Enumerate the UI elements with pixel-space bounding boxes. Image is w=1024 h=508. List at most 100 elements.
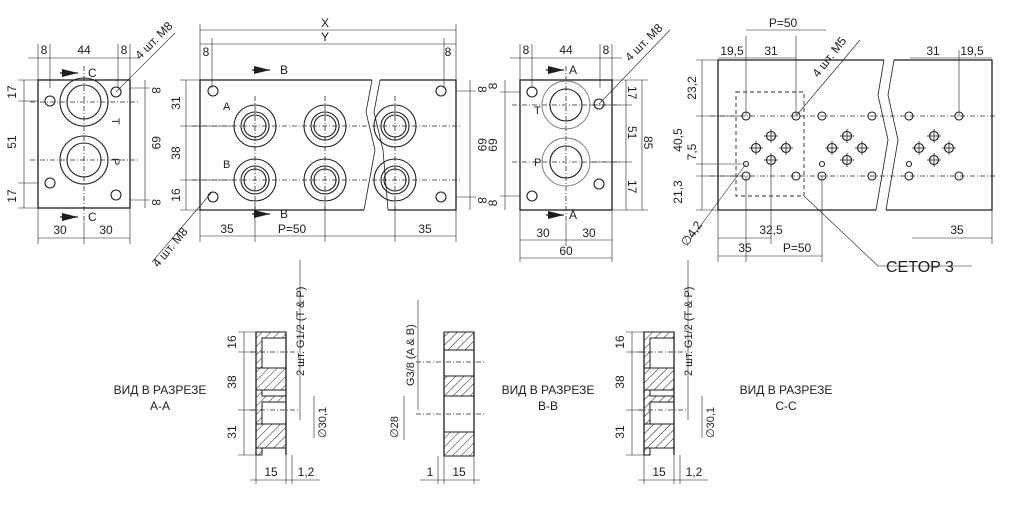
dim-15: 15 — [264, 465, 278, 479]
dim-right-8a: 8 — [475, 86, 489, 93]
port-b-label: B — [223, 159, 230, 171]
dim-right-85: 85 — [641, 136, 655, 150]
dim-left-2: 51 — [5, 135, 19, 149]
note-m8: 4 шт. M8 — [622, 21, 665, 64]
note-m8-top: 4 шт. M8 — [132, 19, 175, 62]
thread-label: 2 шт. G1/2 (T & P) — [683, 287, 695, 376]
section-bb: G3/8 (A & B) ∅28 1 15 ВИД В РАЗРЕЗЕ B-B — [389, 300, 594, 484]
callout-cetop: CETOP 3 — [886, 259, 954, 276]
dim-top-19-5b: 19,5 — [960, 44, 984, 58]
dim-bottom-p50: P=50 — [278, 222, 307, 236]
dim-1-2: 1,2 — [686, 465, 703, 479]
view-cetop: P=50 19,5 31 31 19,5 4 шт. M5 — [671, 16, 995, 276]
view-end-left: 8 44 8 T P 4 шт. M8 C C 17 51 — [5, 19, 213, 270]
dim-top-p50: P=50 — [769, 16, 798, 30]
section-a-bottom: A — [569, 208, 577, 222]
dim-right-2: 69 — [149, 136, 163, 150]
dim-top-1: 8 — [523, 43, 530, 57]
dim-left-21-3: 21,3 — [671, 180, 685, 204]
dim-left-31: 31 — [169, 96, 183, 110]
dim-38: 38 — [225, 375, 239, 389]
dim-bottom-35b: 35 — [418, 222, 432, 236]
dim-right-17a: 17 — [625, 86, 639, 100]
dim-top-19-5: 19,5 — [720, 44, 744, 58]
note-m8-bottom: 4 шт. M8 — [150, 225, 191, 270]
dim-left-3: 17 — [5, 189, 19, 203]
dim-top-left-8: 8 — [203, 45, 210, 59]
dim-y: Y — [321, 30, 329, 44]
dim-left-8a: 8 — [486, 82, 500, 89]
port-p-label: P — [109, 158, 121, 165]
thread-label: G3/8 (A & B) — [405, 324, 417, 386]
caption-line-1: ВИД В РАЗРЕЗЕ — [740, 383, 833, 397]
dim-left-8b: 8 — [486, 199, 500, 206]
view-end-right: 8 44 8 T P 4 шт. M8 A A 8 69 8 — [486, 21, 671, 262]
dim-top-2: 44 — [559, 43, 573, 57]
cetop-area — [735, 91, 805, 197]
dim-15: 15 — [652, 465, 666, 479]
dim-left-40-5: 40,5 — [671, 128, 685, 152]
dim-left-38: 38 — [169, 146, 183, 160]
dim-top-1: 8 — [41, 43, 48, 57]
section-aa: 16 38 31 2 шт. G1/2 (T & P) ∅30,1 15 1,2… — [114, 260, 329, 484]
dim-top-2: 44 — [77, 43, 91, 57]
dim-x: X — [321, 16, 329, 30]
section-a-top: A — [569, 63, 577, 77]
caption-line-1: ВИД В РАЗРЕЗЕ — [114, 383, 207, 397]
dim-bottom-35a: 35 — [738, 241, 752, 255]
dim-right-69: 69 — [475, 138, 489, 152]
diameter-label: ∅30,1 — [317, 407, 329, 438]
diameter-label: ∅30,1 — [705, 407, 717, 438]
dim-right-8b: 8 — [475, 197, 489, 204]
dim-bottom-30b: 30 — [582, 226, 596, 240]
dim-1: 1 — [427, 465, 434, 479]
section-b-top: B — [280, 63, 288, 77]
caption-line-1: ВИД В РАЗРЕЗЕ — [502, 383, 595, 397]
dim-bottom-p50: P=50 — [783, 241, 812, 255]
dim-38: 38 — [613, 375, 627, 389]
dim-right-17b: 17 — [625, 180, 639, 194]
dim-top-31b: 31 — [926, 44, 940, 58]
dim-right-3: 8 — [149, 199, 163, 206]
section-c-top: C — [88, 66, 97, 80]
dim-16: 16 — [225, 335, 239, 349]
caption-line-2: C-C — [775, 399, 797, 413]
diameter-label: ∅28 — [389, 416, 401, 438]
dim-right-51: 51 — [625, 126, 639, 140]
section-c-bottom: C — [88, 210, 97, 224]
caption-line-2: A-A — [150, 399, 170, 413]
dim-top-3: 8 — [603, 43, 610, 57]
port-pattern-2 — [818, 129, 869, 168]
dim-bottom-35a: 35 — [220, 222, 234, 236]
section-b-bottom: B — [280, 207, 288, 221]
dim-16: 16 — [613, 335, 627, 349]
dim-31: 31 — [613, 425, 627, 439]
dim-left-16: 16 — [169, 188, 183, 202]
dim-bottom-1: 30 — [53, 223, 67, 237]
port-pattern-3 — [905, 129, 956, 168]
dim-top-right-8: 8 — [445, 45, 452, 59]
dim-top-3: 8 — [121, 43, 128, 57]
dim-left-69: 69 — [486, 138, 500, 152]
dim-15: 15 — [452, 465, 466, 479]
dim-1-2: 1,2 — [298, 465, 315, 479]
dim-bottom-30a: 30 — [536, 226, 550, 240]
port-p-label: P — [534, 157, 541, 169]
dim-left-1: 17 — [5, 85, 19, 99]
dim-top-31: 31 — [764, 44, 778, 58]
thread-label: 2 шт. G1/2 (T & P) — [295, 287, 307, 376]
note-m5: 4 шт. M5 — [809, 34, 849, 80]
port-a-label: A — [223, 101, 231, 113]
caption-line-2: B-B — [538, 399, 558, 413]
section-cc: 16 38 31 2 шт. G1/2 (T & P) ∅30,1 15 1,2… — [613, 260, 832, 484]
dim-bottom-2: 30 — [99, 223, 113, 237]
dim-bottom-60: 60 — [559, 244, 573, 258]
view-top-wide: X Y 8 8 A B B B 31 — [169, 16, 489, 242]
dim-left-23-2: 23,2 — [685, 76, 699, 100]
dim-bottom-32-5: 32,5 — [759, 223, 783, 237]
dim-31: 31 — [225, 425, 239, 439]
port-t-label: T — [534, 105, 541, 117]
port-t-label: T — [109, 118, 121, 125]
port-pattern-1 — [742, 129, 793, 168]
